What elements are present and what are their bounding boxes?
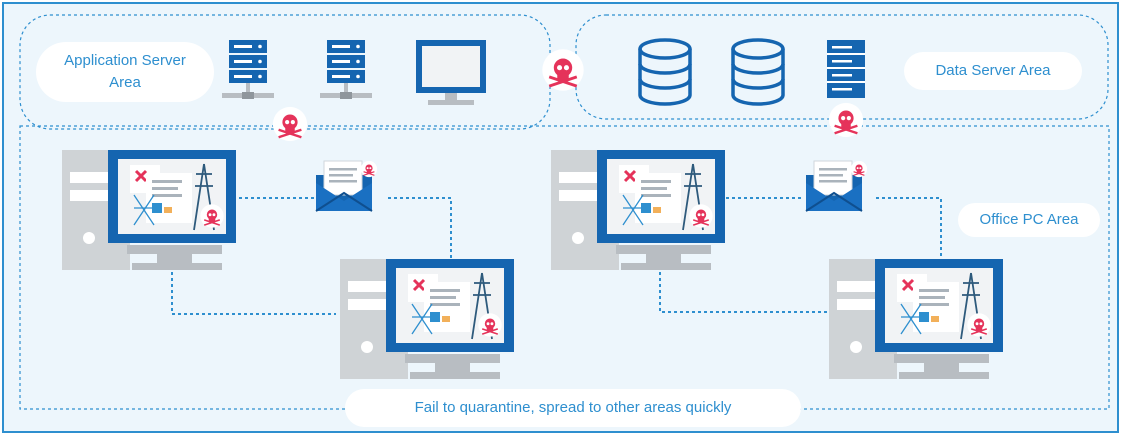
database-2-icon <box>731 38 785 106</box>
data-server-area-label: Data Server Area <box>904 52 1082 90</box>
app-monitor-icon <box>416 40 486 105</box>
malware-skull-icon <box>827 101 865 139</box>
malware-skull-icon <box>540 47 586 93</box>
office-pc-1-icon <box>62 150 236 270</box>
app-server-1-icon <box>222 40 274 99</box>
app-server-area-boundary <box>19 14 551 130</box>
office-pc-4-icon <box>829 259 1003 379</box>
database-1-icon <box>638 38 692 106</box>
infected-email-1-icon <box>316 161 377 211</box>
caption-label: Fail to quarantine, spread to other area… <box>345 389 801 427</box>
malware-skull-icon <box>271 105 309 143</box>
data-server-area-boundary <box>575 14 1109 120</box>
app-server-2-icon <box>320 40 372 99</box>
office-pc-3-icon <box>551 150 725 270</box>
network-links <box>171 197 942 315</box>
office-pc-2-icon <box>340 259 514 379</box>
office-pc-area-label: Office PC Area <box>958 203 1100 237</box>
app-server-area-label: Application Server Area <box>36 42 214 102</box>
infected-email-2-icon <box>806 161 867 211</box>
data-server-icon <box>827 40 865 98</box>
